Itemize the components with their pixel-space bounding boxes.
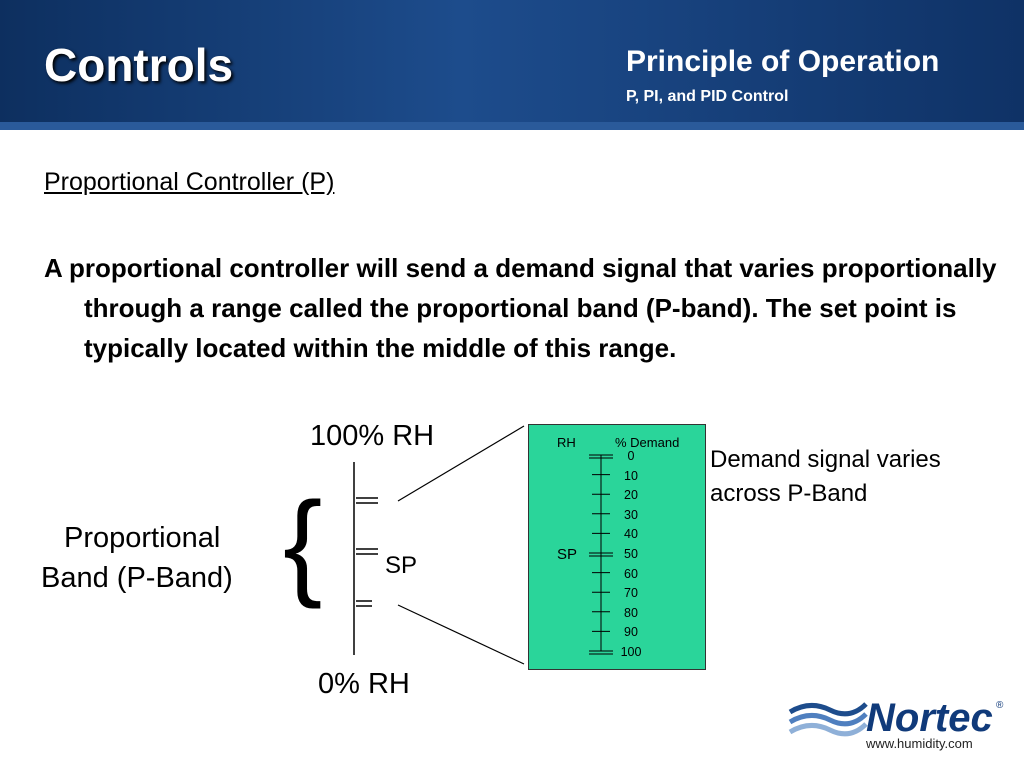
- header-strip: [0, 122, 1024, 130]
- bottom-rh-label: 0% RH: [318, 668, 410, 700]
- body-paragraph: A proportional controller will send a de…: [44, 253, 997, 363]
- band-label-line1: Proportional: [64, 522, 221, 554]
- slide-subtitle: Principle of Operation: [626, 45, 940, 78]
- slide-subsubtitle: P, PI, and PID Control: [626, 88, 789, 105]
- rh-column-header: RH: [557, 435, 576, 450]
- demand-tick-label: 20: [624, 488, 638, 503]
- demand-note-line1: Demand signal varies: [710, 446, 941, 473]
- demand-tick-label: 60: [624, 566, 638, 581]
- band-label-line2: Band (P-Band): [41, 562, 233, 594]
- demand-tick-label: 30: [624, 507, 638, 522]
- slide-header: [0, 0, 1024, 130]
- demand-detail-box: [528, 424, 706, 670]
- demand-tick-label: 80: [624, 605, 638, 620]
- demand-note-line2: across P-Band: [710, 480, 868, 507]
- p-band-brace: {: [283, 478, 323, 610]
- demand-tick-label: 70: [624, 586, 638, 601]
- detail-setpoint-label: SP: [557, 546, 578, 563]
- slide-title: Controls: [44, 39, 234, 91]
- zoom-line-bottom: [397, 604, 525, 665]
- demand-tick-label: 40: [624, 527, 638, 542]
- demand-tick-label: 90: [624, 625, 638, 640]
- demand-note: Demand signal varies across P-Band: [710, 443, 941, 511]
- demand-tick-label: 100: [620, 645, 642, 659]
- section-heading: Proportional Controller (P): [44, 168, 335, 196]
- website-url: www.humidity.com: [866, 736, 973, 751]
- setpoint-label: SP: [385, 552, 418, 579]
- nortec-logo-text: Nortec: [866, 696, 993, 740]
- demand-tick-label: 0: [627, 449, 635, 463]
- demand-column-header: % Demand: [615, 435, 680, 450]
- top-rh-label: 100% RH: [310, 420, 435, 452]
- demand-tick-label: 10: [624, 468, 638, 483]
- waves-icon: [788, 702, 868, 737]
- registered-mark: ®: [996, 700, 1004, 711]
- demand-tick-label: 50: [624, 547, 638, 561]
